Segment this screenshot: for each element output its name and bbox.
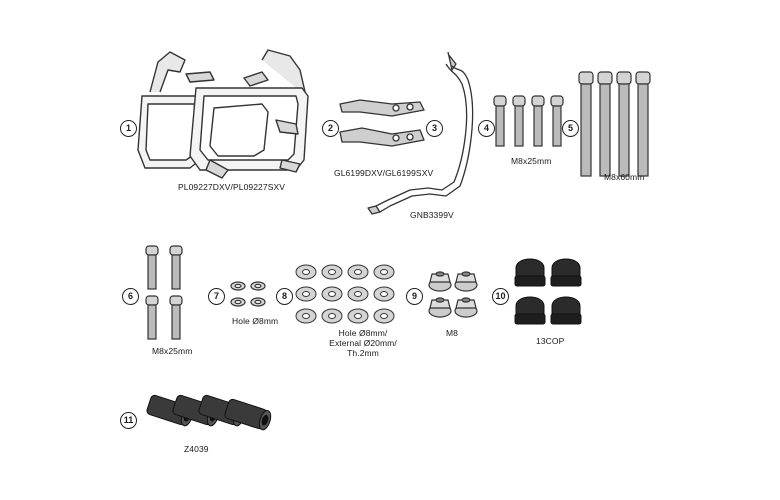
callout-4: 4 xyxy=(478,120,495,137)
part-11-label: Z4039 xyxy=(184,444,209,454)
callout-8: 8 xyxy=(276,288,293,305)
part-5-label: M8x60mm xyxy=(604,172,645,182)
callout-10: 10 xyxy=(492,288,509,305)
part-8-label-line-1: Hole Ø8mm/ xyxy=(338,328,388,338)
callout-5: 5 xyxy=(562,120,579,137)
part-8-label: Hole Ø8mm/ External Ø20mm/ Th.2mm xyxy=(318,328,408,358)
part-4-label: M8x25mm xyxy=(511,156,552,166)
part-10-label: 13COP xyxy=(536,336,565,346)
flat-washer-hole xyxy=(380,313,388,319)
part-1-label: PL09227DXV/PL09227SXV xyxy=(178,182,286,192)
flat-washer-hole xyxy=(354,269,362,275)
flat-washer-hole xyxy=(328,291,336,297)
part-3-label: GNB3399V xyxy=(410,210,454,220)
part-8-label-line-3: Th.2mm xyxy=(347,348,379,358)
flat-washer-hole xyxy=(354,291,362,297)
flat-washer-hole xyxy=(328,313,336,319)
callout-6: 6 xyxy=(122,288,139,305)
part-6-label: M8x25mm xyxy=(152,346,193,356)
flat-washer-hole xyxy=(328,269,336,275)
part-2-label: GL6199DXV/GL6199SXV xyxy=(334,168,434,178)
flat-washer-hole xyxy=(354,313,362,319)
callout-7: 7 xyxy=(208,288,225,305)
flat-washer-hole xyxy=(302,269,310,275)
flat-washer-hole xyxy=(380,269,388,275)
part-7-label: Hole Ø8mm xyxy=(232,316,279,326)
callout-9: 9 xyxy=(406,288,423,305)
part-9-label: M8 xyxy=(446,328,459,338)
flat-washer-hole xyxy=(380,291,388,297)
callout-11: 11 xyxy=(120,412,137,429)
flat-washer-hole xyxy=(302,291,310,297)
part-8-label-line-2: External Ø20mm/ xyxy=(329,338,397,348)
flat-washer-hole xyxy=(302,313,310,319)
callout-2: 2 xyxy=(322,120,339,137)
callout-3: 3 xyxy=(426,120,443,137)
callout-1: 1 xyxy=(120,120,137,137)
